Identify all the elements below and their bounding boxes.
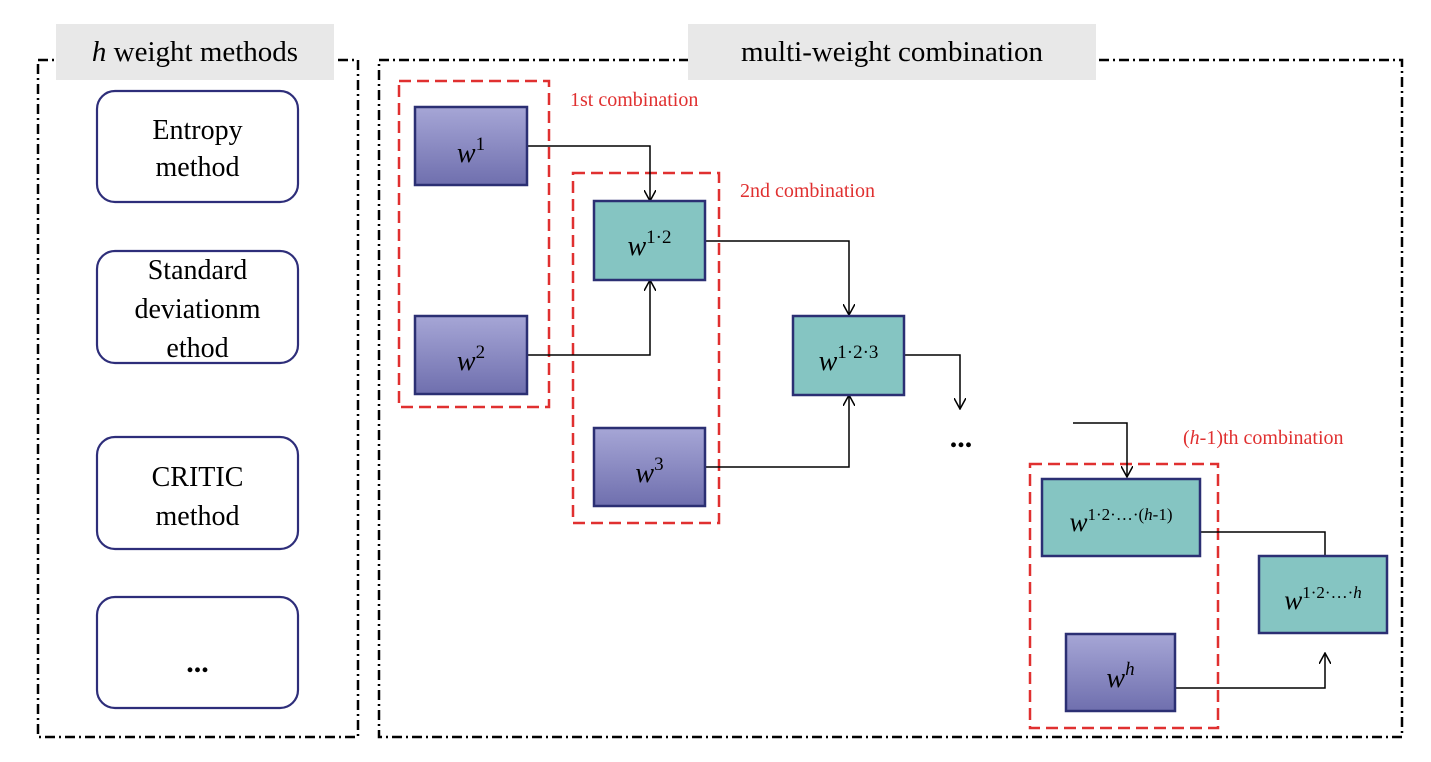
weight-methods-title-bg [56,24,334,80]
arrow-wh-to-w12h [1175,653,1325,689]
weight-methods-title-text: weight methods [106,36,298,68]
group-hminus1-label-var: h [1190,427,1200,449]
node-w3: w3 [592,426,707,508]
node-w123-sup: 1·2·3 [837,342,878,363]
method-label-line: CRITIC [152,462,244,493]
svg-text:w1: w1 [457,134,485,169]
group-1st-label: 1st combination [570,89,698,111]
ellipsis: ... [950,421,973,454]
weight-methods-title-var: h [92,36,107,68]
node-wh-sup-var: h [1125,659,1135,680]
node-wh1-sup-pre: 1·2·…·( [1088,505,1145,524]
node-w12h-sup-var: h [1353,583,1362,602]
multi-weight-frame [377,58,1404,739]
weight-methods-panel: h weight methods Entropy method Standard… [36,24,360,739]
group-hminus1-label-post: -1)th combination [1200,427,1344,449]
svg-text:w1·2: w1·2 [627,227,671,262]
node-w1: w1 [413,105,529,187]
group-hminus1-label: (h-1)th combination [1183,427,1344,449]
node-w12h-base: w [1284,585,1302,615]
node-w123-base: w [819,346,838,377]
method-label-line: Entropy [152,115,242,146]
method-label-line: method [156,501,240,532]
node-wh1-sup-var: h [1144,505,1153,524]
group-hminus1-frame [1028,462,1220,730]
method-label-line: ... [186,646,209,679]
node-w2: w2 [413,314,529,396]
node-w1-sup: 1 [476,134,486,155]
arrow-w1-to-w12 [527,145,650,201]
multi-weight-title: multi-weight combination [741,36,1044,68]
method-label-line: deviationm [135,294,261,325]
method-label-line: ethod [166,333,228,364]
method-box-entropy: Entropy method [95,89,300,204]
method-label-line: Standard [148,255,248,286]
node-w123: w1·2·3 [791,314,906,397]
node-wh1-sup-post: -1) [1153,505,1173,524]
node-w3-base: w [635,458,654,489]
svg-text:wh: wh [1106,659,1134,694]
node-w12-base: w [627,231,646,262]
method-box-standard-deviation: Standard deviationm ethod [95,249,300,365]
node-wh1-base: w [1070,507,1088,537]
svg-text:w1·2·…·h: w1·2·…·h [1284,583,1362,615]
group-hminus1-label-pre: ( [1183,427,1190,449]
method-label-line: method [156,152,240,183]
svg-text:w3: w3 [635,454,663,489]
method-box-more: ... [95,595,300,710]
connectors [527,145,1325,689]
arrow-into-wh1 [1073,422,1127,477]
arrow-w123-out [904,354,960,409]
node-wh-base: w [1106,663,1125,694]
node-w1-base: w [457,138,476,169]
arrow-w2-to-w12 [527,280,650,356]
multi-weight-panel: multi-weight combination 1st combination… [377,24,1404,739]
node-w2-base: w [457,346,476,377]
svg-text:w1·2·…·(h-1): w1·2·…·(h-1) [1070,505,1173,537]
node-w3-sup: 3 [654,454,664,475]
arrow-w3-to-w123 [705,395,849,468]
node-w2-sup: 2 [476,342,486,363]
svg-text:w2: w2 [457,342,485,377]
node-w-h: wh [1064,632,1177,713]
arrow-w12-to-w123 [705,240,849,315]
multi-weight-title-bg [688,24,1096,80]
method-box-critic: CRITIC method [95,435,300,551]
group-1st-frame [397,79,551,409]
node-w-1-to-h: w1·2·…·h [1257,554,1389,635]
node-w12-sup: 1·2 [646,227,671,248]
node-w12: w1·2 [592,199,707,282]
group-2nd-label: 2nd combination [740,180,875,202]
node-w12h-sup-pre: 1·2·…· [1302,583,1353,602]
svg-text:w1·2·3: w1·2·3 [819,342,879,377]
node-w-h-minus-1: w1·2·…·(h-1) [1040,477,1202,558]
group-2nd-frame [571,171,721,525]
weight-methods-title: h weight methods [92,36,298,68]
